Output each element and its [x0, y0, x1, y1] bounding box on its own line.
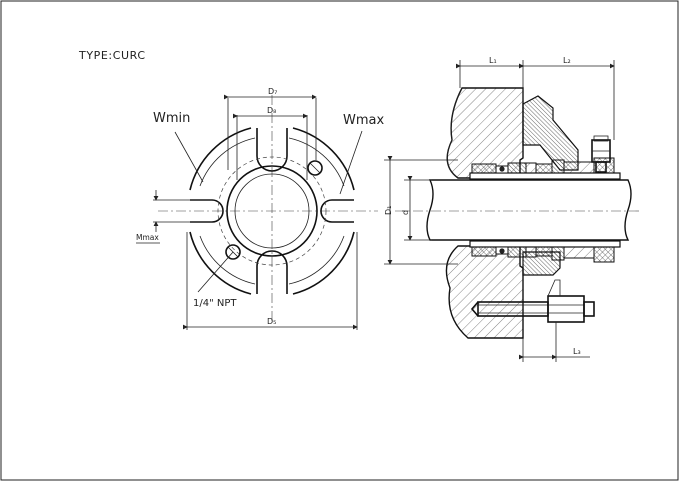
- wmin-label: Wmin: [153, 111, 190, 126]
- flange-outline: [189, 127, 355, 295]
- sleeve-lower: [469, 240, 621, 248]
- l2-label: L₂: [563, 56, 571, 65]
- type-label: TYPE:CURC: [78, 49, 146, 62]
- section-view: L₁ L₂ L₃ D₁ d: [384, 56, 642, 362]
- sleeve-upper: [469, 172, 621, 180]
- npt-label: 1/4" NPT: [193, 298, 237, 309]
- radial-slots: [190, 128, 354, 294]
- mmax-label: Mmax: [136, 233, 159, 242]
- npt-port-upper: [307, 160, 323, 176]
- wmax-label: Wmax: [343, 113, 384, 128]
- housing-lower: [445, 245, 524, 339]
- d8-label: D₈: [267, 106, 276, 115]
- l1-label: L₁: [489, 56, 497, 65]
- d1-label: D₁: [384, 206, 393, 215]
- gland-flange-upper: [522, 95, 579, 171]
- d-label: d: [401, 210, 410, 215]
- bore-inner: [234, 173, 310, 249]
- d7-label: D₇: [268, 87, 277, 96]
- bore-outer: [226, 165, 318, 257]
- shaft: [426, 179, 632, 241]
- l3-label: L₃: [573, 347, 581, 356]
- front-view: D₇ D₈ D₅ Mmax Wmin Wmax 1/4" NPT: [136, 87, 384, 330]
- bolt-lower: [470, 279, 595, 323]
- d5-label: D₅: [267, 317, 276, 326]
